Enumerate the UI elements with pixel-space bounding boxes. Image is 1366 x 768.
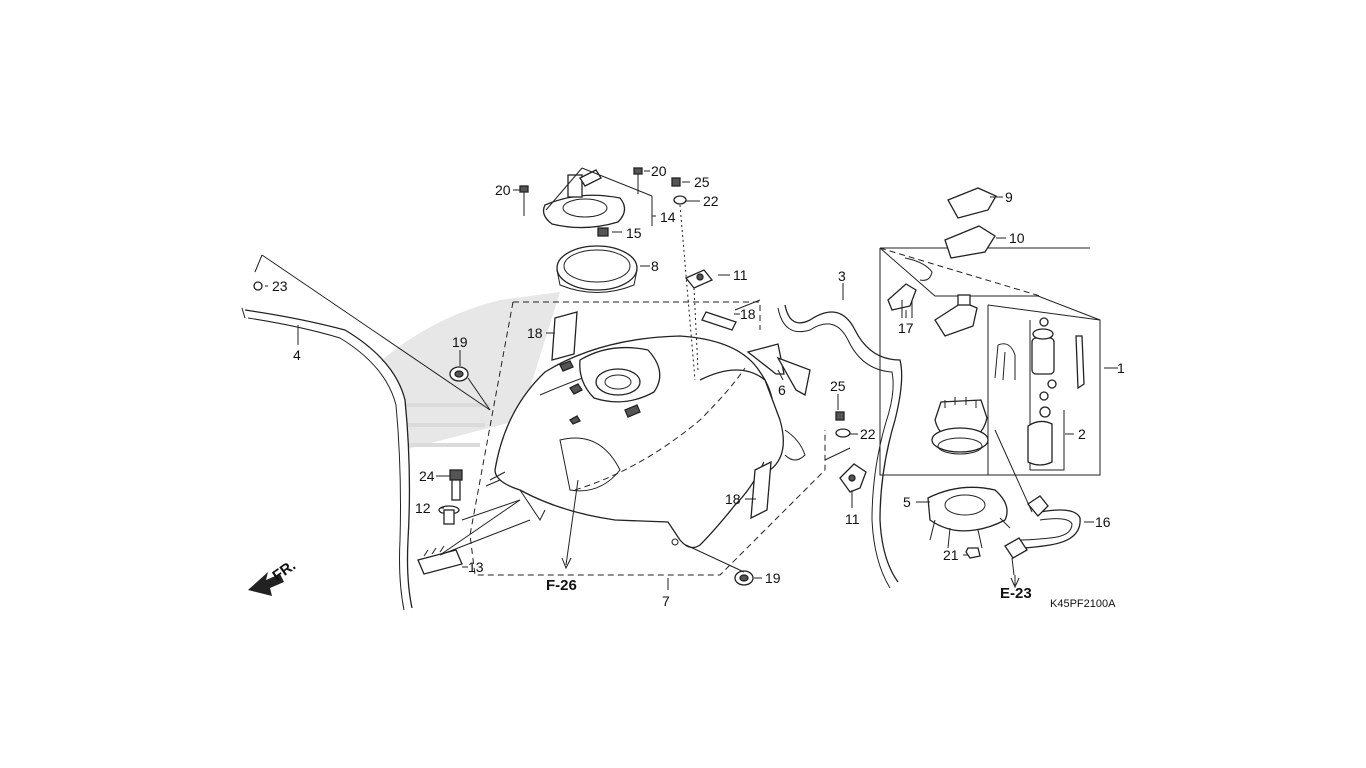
reference-e23: E-23	[1000, 585, 1032, 602]
callout-25-right: 25	[830, 378, 846, 394]
tank-assembly-outline	[469, 301, 826, 576]
e23-reference-arrow	[1010, 575, 1020, 589]
leader-lines	[265, 170, 1118, 590]
callout-6: 6	[778, 382, 786, 398]
callout-9: 9	[1005, 189, 1013, 205]
callout-20-left: 20	[495, 182, 511, 198]
callout-3: 3	[838, 268, 846, 284]
parts-diagram-panel: 1 2 3 4 5 6 7 8 9 10 11 11 12 13 14 15 1…	[226, 152, 1140, 618]
fuel-pump-assembly	[879, 187, 1101, 476]
callout-8: 8	[651, 258, 659, 274]
drain-hose	[777, 304, 903, 589]
callout-18-left: 18	[527, 325, 543, 341]
callout-10: 10	[1009, 230, 1025, 246]
callout-4: 4	[293, 347, 301, 363]
callout-21: 21	[943, 547, 959, 563]
callout-12: 12	[415, 500, 431, 516]
fuel-cap-assembly	[542, 167, 653, 237]
fuel-tank-exploded-diagram: 1 2 3 4 5 6 7 8 9 10 11 11 12 13 14 15 1…	[241, 163, 1125, 611]
cap-gasket	[556, 245, 638, 293]
fuel-feed-hose	[994, 429, 1081, 576]
callout-14: 14	[660, 209, 676, 225]
callout-1: 1	[1117, 360, 1125, 376]
callout-5: 5	[903, 494, 911, 510]
callout-16: 16	[1095, 514, 1111, 530]
f26-reference-arrow	[561, 479, 579, 570]
callout-23: 23	[272, 278, 288, 294]
callout-22-right: 22	[860, 426, 876, 442]
cap-screws	[519, 167, 643, 216]
callout-25-top: 25	[694, 174, 710, 190]
callout-13: 13	[468, 559, 484, 575]
callout-22-top: 22	[703, 193, 719, 209]
bolt-and-washer-top	[671, 177, 696, 381]
callout-20-right: 20	[651, 163, 667, 179]
callout-18-top: 18	[740, 306, 756, 322]
callout-18-bottom: 18	[725, 491, 741, 507]
mount-hardware	[417, 469, 531, 575]
callout-17: 17	[898, 320, 914, 336]
callout-7: 7	[662, 593, 670, 609]
grommets	[449, 366, 754, 586]
set-plate	[927, 486, 1011, 559]
bolt-and-washer-right	[824, 411, 867, 493]
callout-15: 15	[626, 225, 642, 241]
callout-11-right: 11	[845, 511, 860, 527]
front-direction-arrow	[248, 572, 284, 596]
drawing-code: K45PF2100A	[1050, 598, 1116, 610]
breather-tube	[241, 281, 413, 611]
callout-24: 24	[419, 468, 435, 484]
callout-labels: 1 2 3 4 5 6 7 8 9 10 11 11 12 13 14 15 1…	[269, 163, 1125, 610]
callout-11-top: 11	[733, 267, 748, 283]
callout-19-left: 19	[452, 334, 468, 350]
fuel-tank	[485, 335, 806, 549]
reference-f26: F-26	[546, 577, 577, 594]
tank-brackets	[551, 299, 811, 520]
tube-leader-lines	[254, 254, 491, 411]
clip-top	[684, 269, 714, 371]
callout-19-bottom: 19	[765, 570, 781, 586]
callout-2: 2	[1078, 426, 1086, 442]
